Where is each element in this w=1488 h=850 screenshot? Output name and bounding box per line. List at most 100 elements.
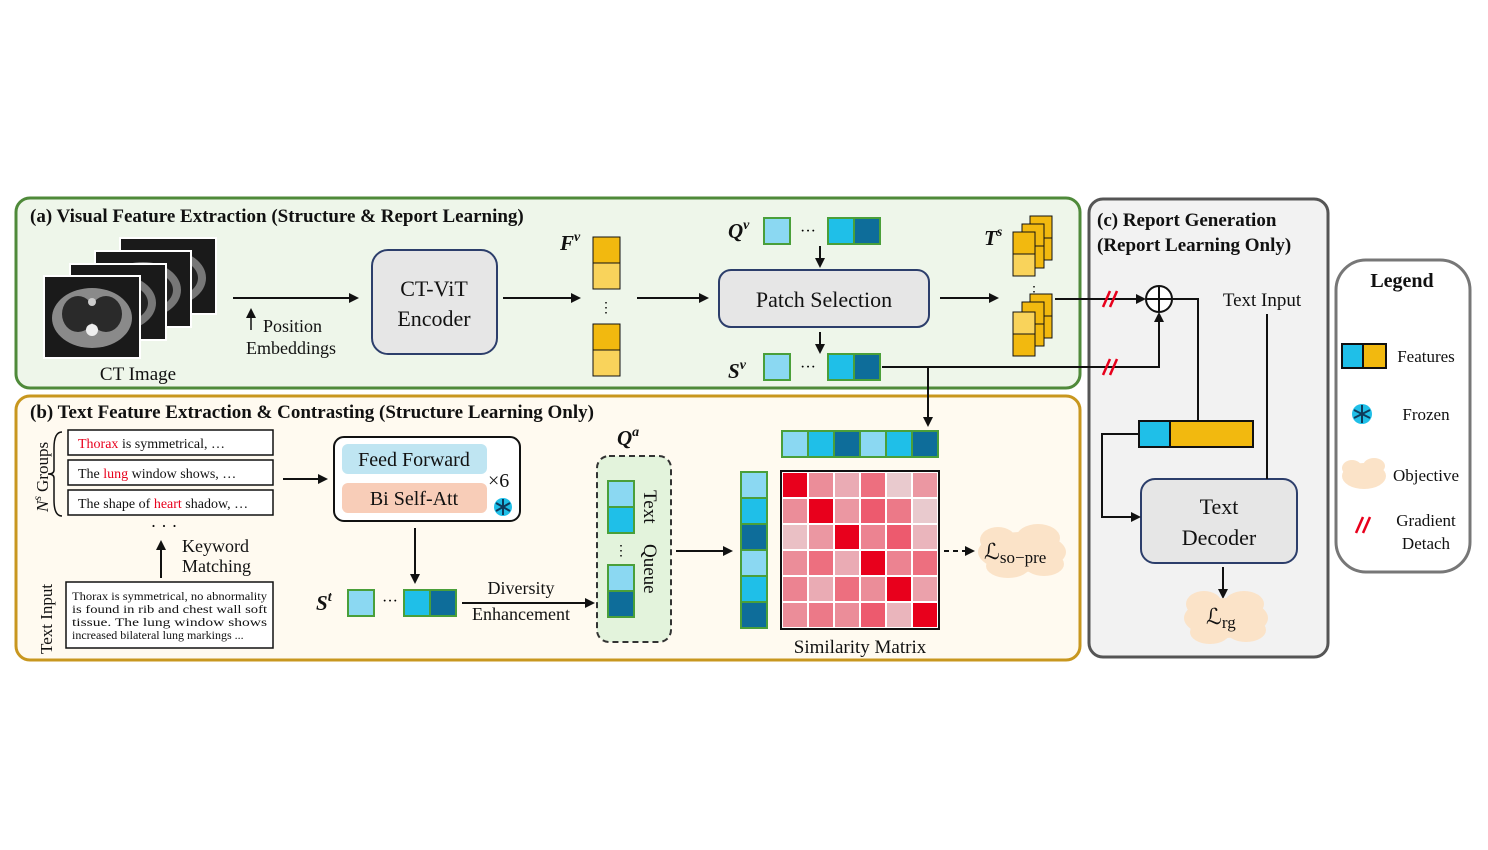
groups-label: Groups [33, 442, 52, 492]
patch-selection-label: Patch Selection [756, 287, 892, 312]
svg-text:Qv: Qv [728, 218, 750, 243]
similarity-matrix-label: Similarity Matrix [794, 637, 927, 658]
st-sup: t [328, 590, 333, 605]
similarity-cell [885, 523, 913, 551]
panel-b-title: (b) Text Feature Extraction & Contrastin… [30, 402, 594, 423]
keyword-matching-label-2: Matching [182, 556, 251, 576]
legend-features-label: Features [1397, 347, 1455, 366]
fv-label: F [559, 231, 574, 255]
svg-text:Fv: Fv [559, 230, 581, 255]
similarity-cell [859, 523, 887, 551]
sentence-1-rest: is symmetrical, … [118, 437, 225, 452]
panel-c-title-1: (c) Report Generation [1097, 210, 1277, 231]
legend-title: Legend [1370, 270, 1433, 292]
sentence-box-1: Thorax is symmetrical, … [67, 429, 274, 456]
patch-selection-box [718, 269, 930, 328]
svg-text:···: ··· [800, 223, 816, 240]
similarity-cell [807, 575, 835, 603]
sentence-3-prefix: The shape of [78, 497, 154, 512]
similarity-cell [911, 497, 939, 525]
legend-gradient-label-1: Gradient [1396, 511, 1456, 530]
svg-text:St: St [316, 590, 333, 615]
similarity-cell [885, 497, 913, 525]
text-queue-label-2: Queue [639, 544, 660, 594]
legend-objective-cloud-icon [1342, 458, 1386, 489]
similarity-cell [781, 575, 809, 603]
ts-label: T [984, 226, 998, 250]
svg-text:⋮: ⋮ [614, 544, 628, 559]
similarity-matrix [780, 470, 940, 630]
svg-text:The lung window shows, …: The lung window shows, … [78, 467, 236, 482]
similarity-cell [911, 549, 939, 577]
similarity-cell [833, 471, 861, 499]
text-decoder-box [1140, 478, 1298, 564]
bi-self-att-block [342, 483, 487, 513]
sentence-box-3: The shape of heart shadow, … [67, 489, 274, 516]
sentence-ellipsis: · · · [151, 516, 178, 536]
loss-so-pre-subscript: so−pre [1000, 548, 1046, 567]
panel-report-generation: (c) Report Generation (Report Learning O… [1087, 197, 1330, 659]
similarity-cell [781, 523, 809, 551]
panel-a-title: (a) Visual Feature Extraction (Structure… [30, 206, 524, 227]
diversity-label-1: Diversity [488, 578, 555, 598]
qa-label: Q [617, 426, 632, 450]
connectors [882, 294, 1268, 522]
similarity-cell [807, 471, 835, 499]
similarity-cell [885, 601, 913, 629]
sentence-2-rest: window shows, … [128, 467, 236, 482]
snowflake-icon [494, 498, 512, 516]
panel-c-title-2: (Report Learning Only) [1097, 235, 1291, 256]
sentence-2-prefix: The [78, 467, 103, 482]
text-queue-label-1: Text [639, 490, 660, 524]
similarity-matrix-border [780, 470, 940, 630]
svg-text:NsGroups: NsGroups [30, 442, 52, 513]
report-line-4: increased bilateral lung markings ... [72, 628, 244, 642]
qa-sup: a [632, 425, 639, 440]
panel-visual-feature-extraction: (a) Visual Feature Extraction (Structure… [14, 196, 1082, 390]
encoder-label-1: CT-ViT [400, 276, 468, 301]
position-embeddings-label-1: Position [263, 316, 322, 336]
position-embeddings-label-2: Embeddings [246, 338, 336, 358]
text-input-vertical-label: Text Input [37, 584, 56, 654]
legend: Legend Features Frozen Objective Gradien… [1334, 258, 1472, 574]
similarity-cell [911, 523, 939, 551]
report-line-1: Thorax is symmetrical, no abnormality [72, 589, 267, 603]
st-label: S [316, 591, 328, 615]
sentence-1-keyword: Thorax [78, 437, 118, 452]
similarity-cell [807, 497, 835, 525]
ns-label: N [33, 499, 52, 513]
legend-gradient-label-2: Detach [1402, 534, 1451, 553]
keyword-matching-label-1: Keyword [182, 536, 249, 556]
bi-self-att-label: Bi Self-Att [370, 488, 459, 510]
objective-cloud-so-pre [978, 524, 1066, 578]
ts-token-stack-bottom [1012, 293, 1053, 357]
similarity-cell [807, 601, 835, 629]
loss-rg-subscript: rg [1222, 613, 1236, 632]
similarity-cell [859, 497, 887, 525]
panel-text-feature-extraction: (b) Text Feature Extraction & Contrastin… [14, 394, 1082, 662]
similarity-cell [911, 471, 939, 499]
svg-text:···: ··· [800, 359, 816, 376]
loss-rg-symbol: ℒ [1206, 604, 1222, 629]
legend-features-icon [1341, 343, 1387, 369]
svg-text:ℒrg: ℒrg [1206, 604, 1236, 632]
similarity-cell [833, 497, 861, 525]
similarity-cell [781, 497, 809, 525]
similarity-cell [807, 523, 835, 551]
visual-feature-row [781, 430, 939, 458]
ct-image-label: CT Image [100, 364, 176, 385]
similarity-cell [911, 575, 939, 603]
similarity-cell [859, 601, 887, 629]
svg-text:Qa: Qa [617, 425, 639, 450]
svg-text:⋮: ⋮ [599, 301, 613, 316]
similarity-cell [833, 601, 861, 629]
similarity-cell [807, 549, 835, 577]
similarity-cell [911, 601, 939, 629]
ct-vit-encoder-box [371, 249, 498, 355]
fv-sup: v [574, 230, 581, 245]
sentence-3-keyword: heart [154, 497, 182, 512]
sentence-2-keyword: lung [103, 467, 128, 482]
ts-sup: s [996, 225, 1003, 240]
feed-forward-label: Feed Forward [358, 449, 470, 471]
